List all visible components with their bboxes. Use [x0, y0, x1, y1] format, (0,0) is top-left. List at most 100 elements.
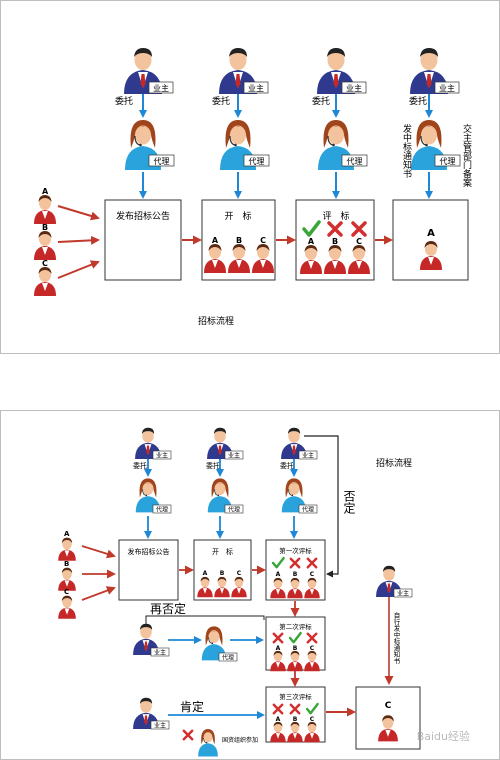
bidder-label: B: [236, 236, 242, 245]
bidder-label: B: [220, 570, 225, 577]
affirm-label: 肯定: [180, 699, 204, 714]
agent-tag: 代理: [298, 504, 318, 514]
owner-tag: 业主: [298, 450, 318, 460]
winner-box: C: [355, 686, 421, 750]
bidder-label: A: [203, 570, 208, 577]
open-bids-box: 开 标 A B C: [193, 539, 252, 601]
bidder-label: A: [212, 236, 219, 245]
bidder-label: B: [293, 571, 298, 578]
agent-tag-text: 代理: [302, 506, 314, 514]
owner-tag-text: 业主: [439, 83, 455, 93]
reject-loop-arrow: [304, 435, 339, 578]
submit-arrow: [81, 586, 116, 601]
third-evaluation-title: 第三次评标: [279, 692, 312, 701]
entrust-label: 委托: [115, 95, 133, 107]
bidder-label: C: [260, 236, 266, 245]
bidder-label: A: [276, 716, 281, 723]
bidder-label: C: [310, 571, 315, 578]
agent-tag-text: 代理: [156, 506, 168, 514]
owner-tag: 业主: [150, 720, 170, 730]
winner-label: A: [427, 228, 435, 239]
notify-winner-note: 发中标通知书: [401, 123, 412, 179]
entrust-label: 委托: [206, 461, 220, 470]
bidder-label: C: [237, 570, 242, 577]
owner-tag-text: 业主: [154, 649, 166, 657]
open-bids-title: 开 标: [224, 210, 251, 222]
bidder-icon: [58, 595, 76, 619]
first-evaluation-title: 第一次评标: [279, 546, 312, 555]
bidder-label: A: [308, 237, 315, 246]
bidder-icon: [34, 231, 56, 260]
panel1-bidders: A B C: [34, 187, 100, 296]
agent-tag: 代理: [434, 154, 461, 167]
agent-tag-text: 代理: [347, 156, 363, 166]
second-evaluation-box: 第二次评标 A B C: [265, 616, 326, 672]
bidder-label: B: [293, 645, 298, 652]
agent-tag: 代理: [341, 154, 368, 167]
owner-tag: 业主: [341, 81, 367, 94]
entrust-label: 委托: [280, 461, 294, 470]
owner-tag-text: 业主: [397, 590, 409, 598]
owner-tag-text: 业主: [302, 452, 314, 460]
bidder-label: B: [332, 237, 338, 246]
agent-tag: 代理: [224, 504, 244, 514]
owner-tag: 业主: [243, 81, 269, 94]
bidder-icon: [34, 195, 56, 224]
submit-arrow: [81, 545, 116, 559]
panel2-top-row: 业主 业主 业主 委托 委托 委托 代理 代理 代理: [133, 427, 318, 539]
announce-box: 发布招标公告: [104, 199, 182, 281]
winner-label: C: [385, 701, 392, 711]
owner-tag-text: 业主: [346, 83, 362, 93]
panel1-top-row: 业主 业主 业主 业主 委托 委托 委托 委托 代理: [115, 48, 461, 199]
first-evaluation-box: 第一次评标 A B C: [265, 539, 326, 601]
panel2-bidders: A B C: [58, 530, 116, 619]
owner-tag: 业主: [434, 81, 460, 94]
bidder-label: C: [310, 716, 315, 723]
owner-tag-text: 业主: [154, 722, 166, 730]
owner-tag: 业主: [148, 81, 174, 94]
owner-tag: 业主: [393, 588, 413, 598]
evaluate-title: 评 标: [322, 210, 349, 222]
owner-tag-text: 业主: [153, 83, 169, 93]
agent-tag-text: 代理: [154, 156, 170, 166]
agent-tag: 代理: [243, 154, 270, 167]
reject-label: 否定: [342, 490, 356, 515]
bidder-label: A: [276, 645, 281, 652]
announce-box-title: 发布招标公告: [128, 547, 170, 556]
panel2-caption: 招标流程: [376, 457, 412, 469]
file-record-note: 交主管部门备案: [461, 123, 472, 188]
third-evaluation-box: 第三次评标 A B C: [265, 686, 326, 743]
entrust-label: 委托: [212, 95, 230, 107]
bidder-label: A: [276, 571, 281, 578]
evaluate-box: 评 标 A B C: [295, 199, 375, 281]
entrust-label: 委托: [409, 95, 427, 107]
agent-tag-text: 代理: [440, 156, 456, 166]
submit-arrow: [57, 235, 100, 245]
bidder-label: C: [356, 237, 362, 246]
bidder-label: B: [293, 716, 298, 723]
entrust-label: 委托: [133, 461, 147, 470]
agent-tag: 代理: [152, 504, 172, 514]
agent-tag-text: 代理: [249, 156, 265, 166]
bidder-label: B: [42, 223, 48, 232]
bidder-label: B: [64, 560, 69, 568]
watermark: Baidu经验: [417, 729, 470, 743]
agent-tag: 代理: [148, 154, 175, 167]
bidder-icon: [58, 537, 76, 561]
bidder-label: C: [310, 645, 315, 652]
agent-tag: 代理: [218, 652, 238, 662]
open-bids-box: 开 标 A B C: [201, 199, 276, 281]
owner-tag-text: 业主: [248, 83, 264, 93]
owner-tag: 业主: [152, 450, 172, 460]
owner-tag-text: 业主: [228, 452, 240, 460]
bidder-icon: [34, 267, 56, 296]
self-notify-label: 自行发中标通知书: [392, 611, 400, 666]
announce-box-title: 发布招标公告: [116, 210, 170, 222]
submit-arrow: [57, 205, 100, 221]
cross-icon: [182, 729, 194, 741]
agent-tag-text: 代理: [228, 506, 240, 514]
entrust-label: 委托: [312, 95, 330, 107]
owner-tag-text: 业主: [156, 452, 168, 460]
winner-box: A: [392, 199, 469, 281]
